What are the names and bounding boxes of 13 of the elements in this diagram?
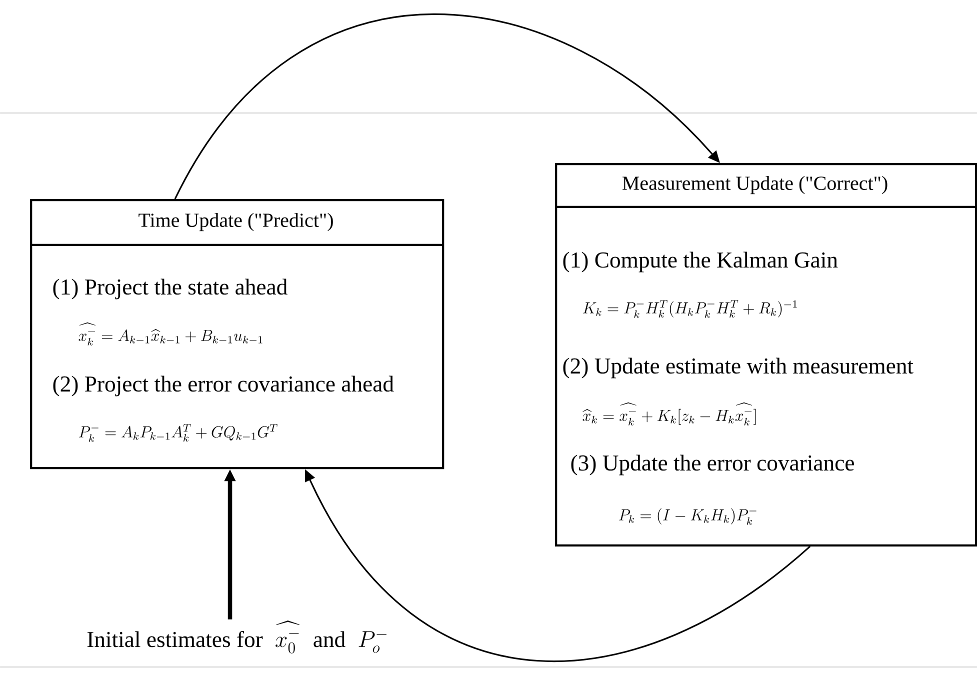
- equation: $K_k = P_k^-H_k^T(H_kP_k^-H_k^T + R_k)^{-1}$: [583, 300, 797, 318]
- input-note: $\text{Initial estimates for }\; \widehat{x_0^-} \;\text{ and }\; P_o^-$: [87, 620, 386, 654]
- step-title: (2) Update estimate with measurement: [563, 358, 914, 378]
- box-heading: Measurement Update ("Correct"): [622, 176, 888, 194]
- equation: $\widehat{x_k^-} = A_{k-1}\widehat{x}_{k-1} + B_{k-1}u_{k-1}$: [78, 322, 262, 346]
- step-title: (3) Update the error covariance: [571, 454, 854, 476]
- equation: $P_k^- = A_kP_{k-1}A_k^T + GQ_{k-1}G^T$: [79, 424, 278, 442]
- step-title: (1) Project the state ahead: [53, 278, 288, 300]
- equation: $\widehat{x}_k = \widehat{x_k^-} + K_k[z_k - H_k\widehat{x_k^-}]$: [582, 402, 756, 426]
- equation: $P_k = (I - K_kH_k)P_k^-$: [619, 508, 756, 525]
- step-title: (1) Compute the Kalman Gain: [563, 252, 838, 272]
- box-heading: Time Update ("Predict"): [138, 212, 333, 232]
- step-title: (2) Project the error covariance ahead: [53, 376, 394, 396]
